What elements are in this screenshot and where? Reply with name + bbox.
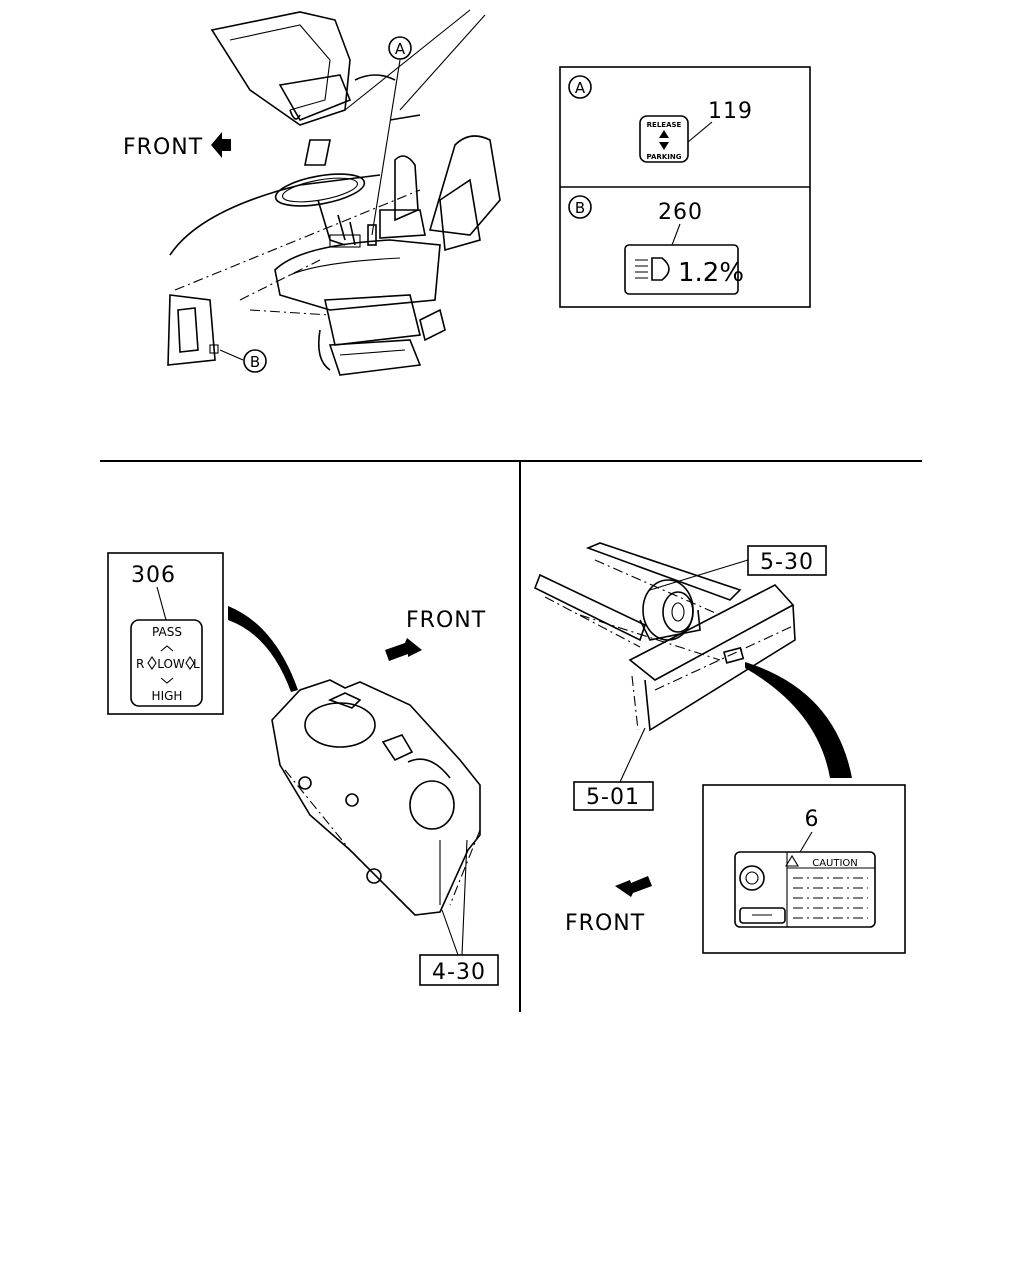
part-number-306: 306 bbox=[131, 563, 176, 588]
headlamp-leveling-label-icon bbox=[624, 244, 739, 295]
switch-body-drawing bbox=[271, 679, 481, 916]
front-label-top: FRONT bbox=[123, 135, 203, 160]
label-release: RELEASE bbox=[647, 121, 682, 129]
front-arrow-frame-icon bbox=[615, 876, 652, 897]
knob-icon bbox=[739, 865, 765, 891]
ref-4-30: 4-30 bbox=[432, 960, 486, 985]
part-number-260: 260 bbox=[658, 200, 703, 225]
ref-box-4-30 bbox=[419, 954, 499, 986]
release-parking-label-icon bbox=[639, 115, 689, 163]
label-r: R bbox=[136, 657, 144, 671]
pointer-arrow-right bbox=[745, 662, 852, 778]
callout-a-marker bbox=[388, 36, 412, 60]
front-arrow-icon bbox=[211, 132, 231, 158]
label-low: LOW bbox=[157, 657, 185, 671]
label-percent: 1.2% bbox=[678, 258, 744, 288]
front-label-switch: FRONT bbox=[406, 608, 486, 633]
warning-triangle-icon bbox=[785, 854, 799, 867]
label-l: L bbox=[193, 657, 200, 671]
legend-a-letter: A bbox=[575, 79, 586, 97]
legend-table bbox=[559, 66, 811, 308]
ref-box-5-30 bbox=[747, 545, 827, 576]
callout-b-letter: B bbox=[250, 353, 260, 371]
legend-b-letter: B bbox=[575, 199, 585, 217]
part-number-119: 119 bbox=[708, 99, 753, 124]
ref-5-30: 5-30 bbox=[760, 550, 814, 575]
label-caution: CAUTION bbox=[812, 858, 858, 869]
ref-box-5-01 bbox=[573, 781, 654, 811]
headlamp-icon bbox=[635, 257, 670, 281]
ref-5-01: 5-01 bbox=[586, 785, 640, 810]
dimmer-label-box bbox=[107, 552, 224, 715]
label-parking: PARKING bbox=[647, 153, 682, 161]
legend-b-marker bbox=[568, 195, 592, 219]
callout-a-letter: A bbox=[395, 40, 406, 58]
frame-drawing bbox=[533, 542, 796, 732]
front-label-frame: FRONT bbox=[565, 911, 645, 936]
label-pass: PASS bbox=[152, 625, 182, 639]
legend-a-marker bbox=[568, 75, 592, 99]
caution-text-lines bbox=[793, 877, 868, 919]
caution-decal-icon bbox=[734, 851, 876, 928]
up-down-arrows-icon bbox=[659, 130, 669, 150]
part-number-6: 6 bbox=[805, 807, 820, 832]
front-arrow-switch-icon bbox=[385, 638, 422, 661]
cab-interior-drawing bbox=[167, 9, 501, 376]
callout-b-marker bbox=[243, 349, 267, 373]
label-high: HIGH bbox=[152, 689, 183, 703]
pass-low-high-label-icon bbox=[130, 619, 203, 707]
caution-label-box bbox=[702, 784, 906, 954]
pointer-arrow-left bbox=[228, 606, 298, 692]
